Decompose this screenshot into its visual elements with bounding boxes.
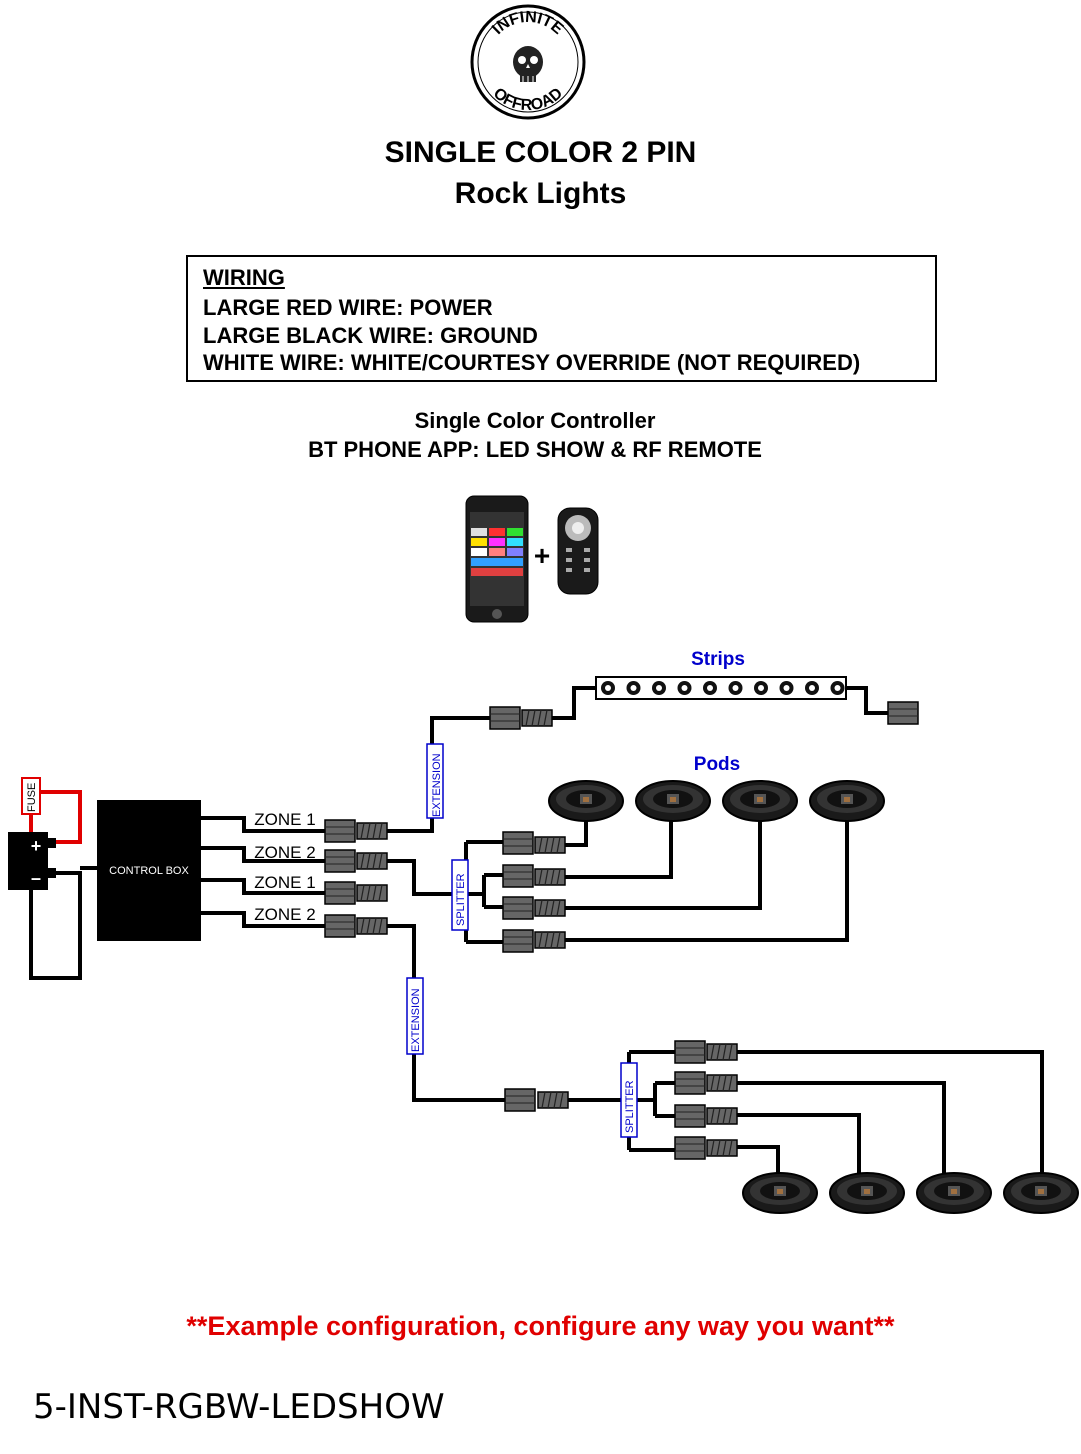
wiring-heading: WIRING (203, 265, 285, 290)
strip-led-lens (707, 685, 713, 691)
connector (502, 831, 566, 953)
strip-led-lens (758, 685, 764, 691)
extension-cable (426, 743, 444, 819)
wiring-line: LARGE RED WIRE: POWER (203, 295, 493, 320)
extension-label: EXTENSION (431, 753, 443, 817)
strip-led-lens (732, 685, 739, 691)
rock-light-pod (722, 780, 798, 822)
page-title: SINGLE COLOR 2 PIN (384, 136, 697, 169)
strip-led-lens (681, 685, 688, 691)
zone-label: ZONE 1 (254, 810, 315, 829)
led-strip (595, 676, 847, 700)
controller-subtitle: BT PHONE APP: LED SHOW & RF REMOTE (308, 437, 762, 462)
strip-led-lens (783, 685, 790, 691)
smartphone-icon (465, 495, 529, 623)
strip-led-lens (605, 685, 611, 691)
zone-label: ZONE 2 (254, 905, 315, 924)
strip-led-lens (630, 685, 637, 691)
zone-label: ZONE 2 (254, 843, 315, 862)
splitter-label: SPLITTER (455, 873, 467, 926)
strip-led-lens (656, 685, 662, 691)
rock-light-pod (809, 780, 885, 822)
extension-cable (406, 977, 424, 1055)
fuse: FUSE (21, 777, 41, 832)
rf-remote-icon (557, 507, 599, 595)
wiring-line: LARGE BLACK WIRE: GROUND (203, 323, 538, 348)
zone-label: ZONE 1 (254, 873, 315, 892)
wiring-line: WHITE WIRE: WHITE/COURTESY OVERRIDE (NOT… (203, 350, 861, 375)
rock-light-pod (1003, 1172, 1079, 1214)
connector (489, 701, 919, 730)
page-subtitle: Rock Lights (454, 177, 627, 210)
battery: + – (8, 790, 97, 980)
extension-label: EXTENSION (410, 988, 422, 1052)
rock-light-pod (548, 780, 624, 822)
rock-light-pod (916, 1172, 992, 1214)
splitter (451, 859, 469, 931)
negative-terminal: – (31, 868, 41, 888)
rock-light-pod (742, 1172, 818, 1214)
positive-terminal: + (31, 836, 42, 856)
example-note: **Example configuration, configure any w… (186, 1311, 895, 1341)
strip-led-lens (834, 685, 841, 691)
document-id: 5-INST-RGBW-LEDSHOW (33, 1387, 445, 1427)
connector (324, 819, 388, 938)
rock-light-pod (829, 1172, 905, 1214)
splitter-label: SPLITTER (624, 1080, 636, 1133)
fuse-label: FUSE (26, 783, 38, 812)
pods-label: Pods (694, 754, 740, 775)
strips-label: Strips (691, 649, 745, 670)
wiring-box: WIRING LARGE RED WIRE: POWER LARGE BLACK… (186, 255, 937, 382)
rock-light-pod (635, 780, 711, 822)
splitter (620, 1062, 638, 1138)
controller-title: Single Color Controller (414, 408, 656, 433)
control-box (97, 800, 201, 941)
strip-led-lens (809, 685, 815, 691)
power-wire (40, 790, 82, 844)
control-box-label: CONTROL BOX (109, 865, 189, 877)
plus-sign: + (534, 540, 550, 571)
